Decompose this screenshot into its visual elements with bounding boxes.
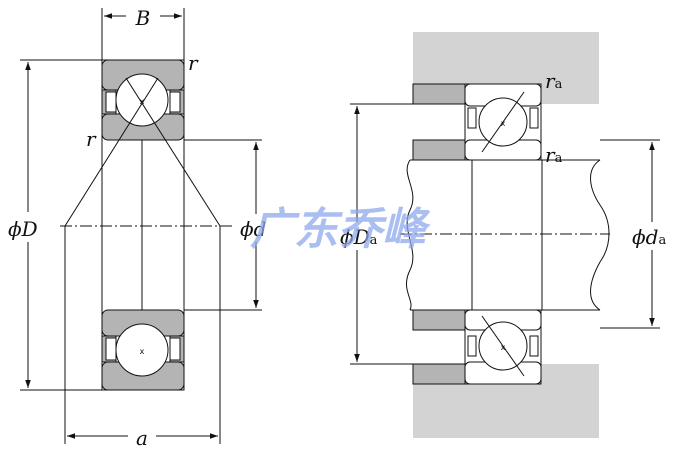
label-a: a	[136, 426, 148, 450]
label-b: B	[135, 6, 151, 30]
ball-set-bottom: x	[101, 309, 185, 391]
svg-text:x: x	[140, 97, 145, 106]
svg-text:x: x	[501, 119, 506, 128]
label-ra-top: ra	[545, 69, 563, 93]
label-r-mid: r	[86, 127, 97, 151]
svg-text:x: x	[501, 343, 506, 352]
ball-set-top: x	[101, 59, 185, 141]
label-phi-d-outer: ϕD	[8, 217, 38, 241]
dimensions-right	[350, 103, 660, 365]
svg-text:x: x	[140, 347, 145, 356]
label-ra-mid: ra	[545, 143, 563, 167]
dimensions-left	[20, 8, 262, 444]
label-phi-da-housing: ϕDa	[340, 225, 378, 249]
label-phi-d-bore: ϕd	[240, 217, 266, 241]
contact-lines	[64, 77, 221, 227]
mounting-section-right: x x	[400, 83, 610, 385]
label-phi-da-shaft: ϕda	[632, 225, 666, 249]
label-r-top: r	[188, 51, 199, 75]
watermark-text: 广东乔峰	[250, 204, 431, 255]
